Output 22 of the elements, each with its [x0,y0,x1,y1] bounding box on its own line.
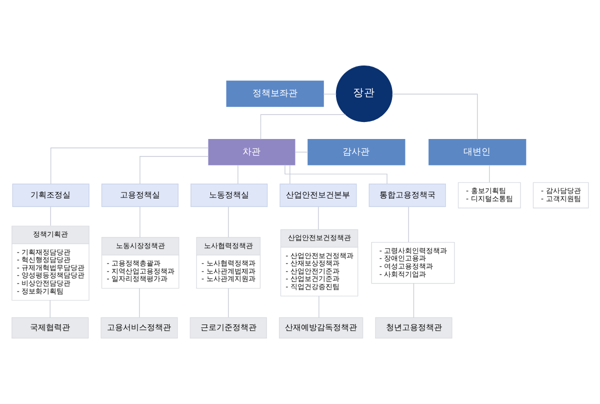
connector [408,206,409,243]
connector [284,164,388,184]
node-box: - 홍보기획팀 - 디지털소통팀 [458,182,521,208]
node-circle: 장관 [336,65,392,122]
connector [140,156,209,184]
connector [392,94,478,140]
connector [489,164,490,183]
connector [318,296,320,318]
connector [228,288,229,318]
node-box: 정책보좌관 [226,80,324,107]
node-box: 차관 [208,139,296,166]
node-box: 대변인 [428,139,526,166]
node-box: 감사관 [308,139,406,166]
node-box: - 고령사회인력정책과 - 장애인고용과 - 여성고용정책과 - 사회적기업과 [371,242,455,284]
connector [318,206,319,230]
connector [228,206,229,238]
connector [413,283,414,318]
connector [139,288,140,318]
node-box: - 감사담당관 - 고객지원팀 [532,182,589,208]
connector [260,114,346,140]
connector [50,148,209,184]
connector [50,206,51,226]
